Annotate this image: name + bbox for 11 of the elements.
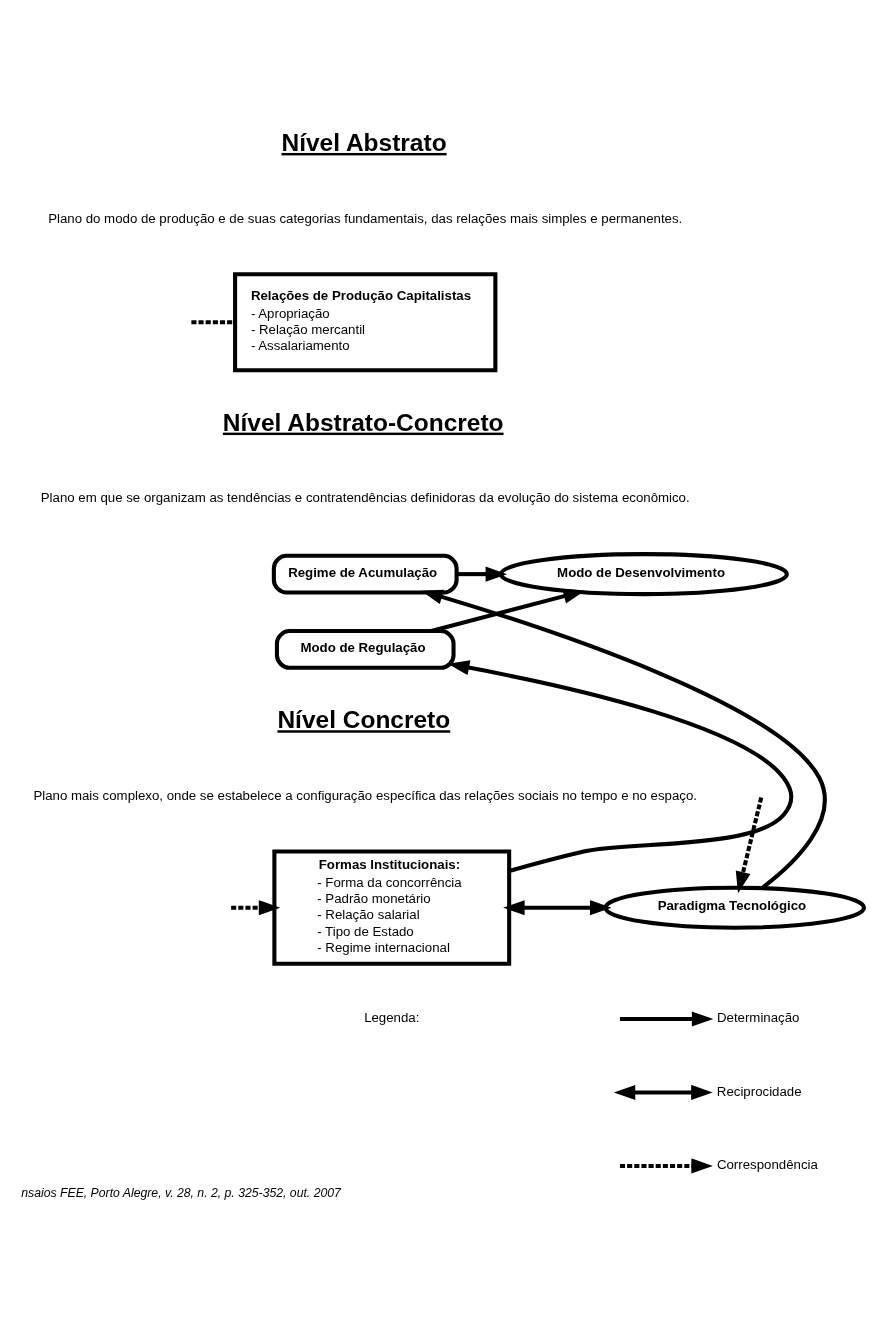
legend-label: Correspondência xyxy=(716,1156,818,1172)
label: Legenda: xyxy=(363,1009,419,1025)
label: Plano em que se organizam as tendências e contratendências definidoras da evolução do sistema econômico. xyxy=(40,489,690,505)
label: Plano mais complexo, onde se estabelece a configuração específica das relações sociais no tempo e no espaço. xyxy=(32,787,697,803)
label: Nível Abstrato xyxy=(281,128,447,156)
legend-label: Reciprocidade xyxy=(716,1083,802,1099)
label: Nível Abstrato-Concreto xyxy=(222,408,504,436)
caption: nsaios FEE, Porto Alegre, v. 28, n. 2, p. 325-352, out. 2007 xyxy=(20,1185,341,1200)
label: Nível Concreto xyxy=(276,705,450,733)
label: Plano do modo de produção e de suas categorias fundamentais, das relações mais simples e permanentes. xyxy=(47,210,682,226)
legend-label: Determinação xyxy=(716,1009,799,1025)
